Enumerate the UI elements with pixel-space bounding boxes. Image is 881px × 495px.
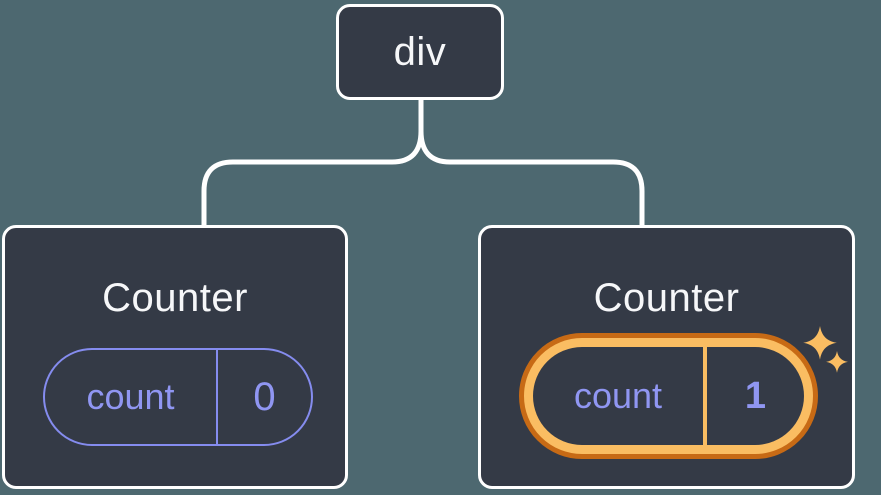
sparkles-icon: [803, 326, 848, 373]
tree-node-div: div: [336, 4, 504, 100]
state-key-label: count: [86, 376, 175, 417]
edge-root-to-left-child: [201, 128, 424, 229]
state-key-cell: count: [45, 350, 218, 444]
state-pill-inner: count 1: [533, 347, 804, 445]
edge-root-to-right-child: [418, 128, 645, 229]
state-pill-highlighted: count 1: [519, 333, 818, 459]
state-value-cell: 1: [707, 347, 804, 445]
state-pill: count 0: [43, 348, 313, 446]
state-value-cell: 0: [218, 350, 311, 444]
tree-node-counter-right: Counter count 1: [478, 225, 855, 489]
state-value: 0: [253, 374, 276, 419]
node-label: div: [393, 29, 447, 74]
tree-node-counter-left: Counter count 0: [2, 225, 348, 489]
component-name: Counter: [102, 276, 248, 320]
component-name: Counter: [593, 276, 740, 320]
state-key-cell: count: [533, 347, 707, 445]
state-value: 1: [744, 374, 767, 417]
state-key-label: count: [573, 375, 663, 416]
